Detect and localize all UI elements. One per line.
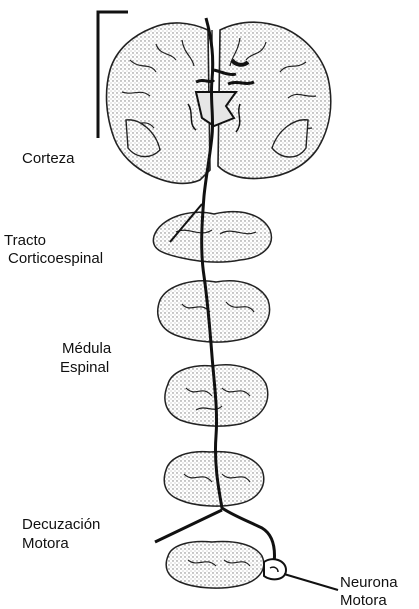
section-spinal-cord — [166, 542, 264, 589]
decuzacion-leader-line — [155, 510, 222, 542]
label-corteza: Corteza — [22, 150, 75, 167]
label-corticoespinal: Corticoespinal — [8, 250, 103, 267]
label-espinal: Espinal — [60, 359, 109, 376]
brain-coronal-section — [107, 22, 331, 183]
label-decuzacion-motora: Motora — [22, 535, 69, 552]
label-neurona-motora: Motora — [340, 592, 387, 609]
label-tracto: Tracto — [4, 232, 46, 249]
label-neurona: Neurona — [340, 574, 398, 591]
section-midbrain — [153, 212, 271, 262]
right-hemisphere — [218, 22, 331, 178]
label-decuzacion: Decuzación — [22, 516, 100, 533]
section-pons — [158, 281, 270, 342]
neurona-leader-line — [284, 574, 338, 590]
motor-neuron — [264, 559, 286, 579]
section-medulla-lower — [164, 452, 264, 506]
label-medula: Médula — [62, 340, 111, 357]
left-hemisphere — [107, 23, 210, 184]
